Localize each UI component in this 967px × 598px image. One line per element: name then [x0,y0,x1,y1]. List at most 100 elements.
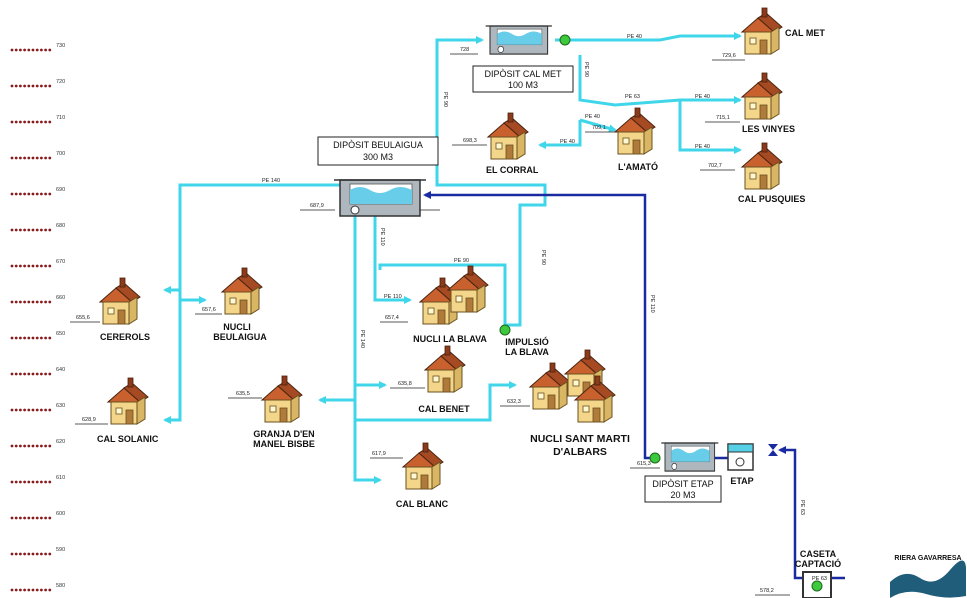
elevation-lines [70,53,790,596]
label-impulsio: IMPULSIÓ [505,336,549,347]
scale-dot [44,408,47,412]
elev-nucli-la-blava: 657,4 [385,315,399,321]
box-cal-met [472,65,574,93]
scale-dot [14,552,18,556]
scale-dot [40,228,43,232]
elev-dipusit-cal-met: 728 [460,47,469,53]
elev-cal-blanc: 617,9 [372,451,386,457]
scale-tick-label: 730 [56,43,65,49]
scale-dot [10,300,14,304]
scale-dot [19,480,22,484]
pipe-label-pe40-vinyes: PE 40 [695,94,710,100]
tank-cal-met [485,25,553,55]
scale-dot [27,84,31,88]
label-granja: GRANJA D'EN [253,429,314,439]
house-granja [261,375,303,423]
scale-dot [31,120,35,124]
scale-dot [10,48,14,52]
house-cal-met [741,7,783,55]
scale-tick-label: 640 [56,367,65,373]
label-etap-volume: 20 M3 [670,490,695,500]
scale-tick-label: 650 [56,331,65,337]
scale-dot [31,264,35,268]
label-dipusit-cal-met: DIPÒSIT CAL MET [484,69,562,79]
pipe-label-pe110-blue: PE 110 [649,295,655,313]
scale-dot [27,516,31,520]
label-beulaigua-volume: 300 M3 [363,152,393,162]
scale-tick: 710 [10,115,65,124]
pipe-labels: PE 140 PE 40 PE 63 PE 40 PE 40 PE 40 PE … [262,34,827,582]
label-cal-solanic: CAL SOLANIC [97,434,159,444]
scale-dot [10,372,14,376]
scale-tick: 580 [10,583,65,592]
scale-dot [10,552,14,556]
scale-tick-label: 620 [56,439,65,445]
scale-dot [23,228,26,232]
pipe-pe90-blava [378,263,507,325]
scale-dot [27,192,31,196]
scale-dot [23,48,26,52]
scale-dot [35,156,39,160]
text-labels: DIPÒSIT BEULAIGUA 300 M3 DIPÒSIT CAL MET… [97,28,962,569]
scale-dot [40,264,43,268]
scale-dot [44,372,47,376]
scale-dot [19,408,22,412]
scale-dot [31,516,35,520]
scale-dot [40,120,43,124]
scale-dot [14,480,18,484]
scale-dot [14,264,18,268]
scale-dot [35,300,39,304]
scale-dot [14,300,18,304]
scale-dot [14,588,18,592]
scale-tick: 620 [10,439,65,448]
scale-dot [40,516,43,520]
scale-dot [40,480,43,484]
scale-tick: 690 [10,187,65,196]
scale-dot [31,588,35,592]
scale-dot [40,588,43,592]
scale-dot [14,408,18,412]
scale-dot [14,48,18,52]
label-manel-bisbe: MANEL BISBE [253,439,315,449]
elev-el-corral: 698,3 [463,138,477,144]
scale-dot [14,156,18,160]
pipe-cal-met [555,32,742,42]
caseta-captacio-unit [802,571,832,598]
scale-dot [48,408,52,412]
scale-dot [10,516,14,520]
scale-dot [48,120,52,124]
elev-granja: 635,5 [236,391,250,397]
etap-unit [727,443,754,471]
house-cal-pusquies [741,142,783,190]
scale-dot [31,300,35,304]
scale-dot [44,480,47,484]
scale-dot [35,516,39,520]
scale-dot [44,48,47,52]
box-etap [644,475,722,503]
scale-dot [35,192,39,196]
scale-dot [40,192,43,196]
tank-etap [660,442,719,472]
scale-dot [48,300,52,304]
pump-etap [649,452,661,464]
scale-dot [35,120,39,124]
label-les-vinyes: LES VINYES [742,124,795,134]
pipe-label-pe40-amato: PE 40 [585,114,600,120]
valve-etap [768,444,778,456]
scale-tick-label: 710 [56,115,65,121]
scale-dot [48,444,52,448]
house-amato [614,107,656,155]
houses [99,7,783,490]
scale-dot [44,228,47,232]
scale-dot [31,156,35,160]
scale-dot [35,372,39,376]
scale-dot [44,156,47,160]
scale-dot [35,84,39,88]
elev-cal-met: 729,6 [722,53,736,59]
scale-dot [48,516,52,520]
scale-tick: 610 [10,475,65,484]
house-cal-blanc [402,442,444,490]
scale-dot [27,264,31,268]
scale-dot [10,480,14,484]
